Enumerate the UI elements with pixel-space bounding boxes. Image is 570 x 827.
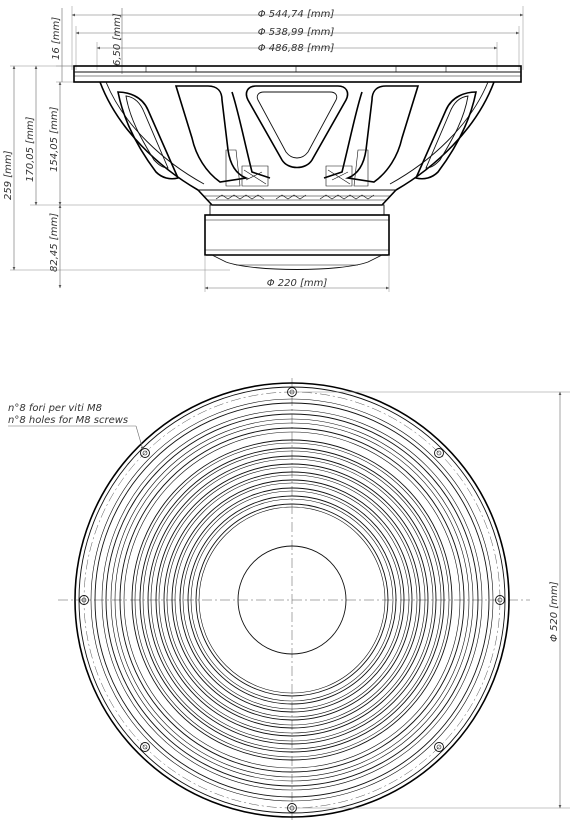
mounting-note: n°8 fori per viti M8 n°8 holes for M8 sc… bbox=[8, 403, 144, 451]
dim-frame-depth: 154,05 [mm] bbox=[49, 106, 60, 172]
vertical-dimensions: 16 [mm] 6,50 [mm] 259 [mm] 170,05 [mm] 1… bbox=[3, 8, 230, 289]
mounting-hole bbox=[495, 595, 505, 605]
dim-bolt-circle-diameter: Φ 520 [mm] bbox=[549, 581, 560, 642]
dim-flange-height: 16 [mm] bbox=[51, 17, 62, 60]
magnet-dimension: Φ 220 [mm] bbox=[204, 255, 390, 292]
mounting-hole bbox=[140, 448, 150, 458]
speaker-magnet bbox=[204, 204, 390, 270]
top-dimensions: Φ 544,74 [mm] Φ 538,99 [mm] Φ 486,88 [mm… bbox=[71, 6, 524, 70]
speaker-flange bbox=[73, 65, 522, 83]
mounting-note-english: n°8 holes for M8 screws bbox=[8, 415, 128, 426]
dust-cap bbox=[237, 545, 347, 655]
side-view: Φ 544,74 [mm] Φ 538,99 [mm] Φ 486,88 [mm… bbox=[3, 6, 524, 292]
mounting-note-italian: n°8 fori per viti M8 bbox=[8, 403, 102, 414]
dim-flange-diameter: Φ 538,99 [mm] bbox=[258, 27, 335, 38]
mounting-hole bbox=[434, 448, 444, 458]
mounting-hole bbox=[79, 595, 89, 605]
dim-flange-thickness: 6,50 [mm] bbox=[112, 13, 123, 66]
dim-inner-diameter: Φ 486,88 [mm] bbox=[258, 43, 335, 54]
front-view: n°8 fori per viti M8 n°8 holes for M8 sc… bbox=[8, 378, 570, 822]
speaker-basket bbox=[99, 81, 495, 206]
bolt-circle-dimension: Φ 520 [mm] bbox=[292, 391, 570, 809]
dim-basket-depth: 170,05 [mm] bbox=[25, 116, 36, 182]
mounting-holes bbox=[79, 387, 505, 813]
dim-magnet-depth: 82,45 [mm] bbox=[49, 213, 60, 272]
dim-total-depth: 259 [mm] bbox=[3, 150, 14, 200]
dim-magnet-diameter: Φ 220 [mm] bbox=[267, 278, 328, 289]
dim-outer-diameter: Φ 544,74 [mm] bbox=[258, 9, 335, 20]
cone-rings bbox=[131, 439, 453, 761]
outer-rim bbox=[74, 382, 510, 818]
mounting-hole bbox=[434, 742, 444, 752]
mounting-hole bbox=[140, 742, 150, 752]
